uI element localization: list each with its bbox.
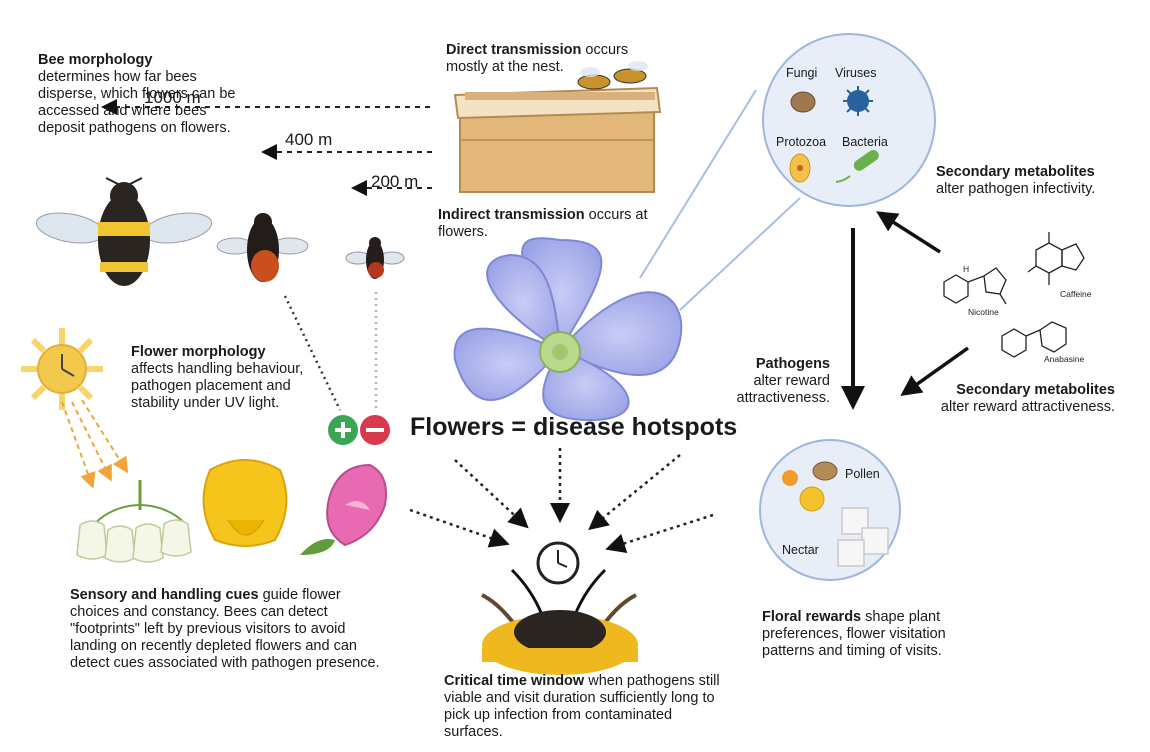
pathogens-callout-lines [639, 89, 801, 311]
label-nectar: Nectar [782, 543, 819, 557]
label-caffeine: Caffeine [1060, 289, 1092, 299]
secondary-metabolites-infectivity-title: Secondary metabolites [936, 164, 1095, 180]
label-pollen: Pollen [845, 467, 880, 481]
label-nicotine: Nicotine [968, 307, 999, 317]
anabasine-structure: Anabasine [1001, 321, 1084, 364]
distance-arrows [101, 99, 432, 196]
critical-window-title: Critical time window [444, 673, 585, 689]
distance-200: 200 m [371, 172, 419, 191]
hotspot-to-bee-arrows [409, 448, 714, 553]
secondary-metabolites-reward-body: alter reward attractiveness. [940, 399, 1115, 415]
indirect-transmission-body: occurs at flowers. [438, 207, 648, 240]
bumblebee-large-icon [35, 177, 213, 286]
flower-morphology-title: Flower morphology [131, 344, 266, 360]
flower-morphology-body: affects handling behaviour, pathogen pla… [131, 361, 304, 411]
label-bacteria: Bacteria [842, 135, 888, 149]
bee-morphology-body: determines how far bees disperse, which … [38, 69, 236, 136]
distance-1000: 1000 m [144, 88, 201, 107]
sensory-cues-title: Sensory and handling cues [70, 587, 259, 603]
snapdragon-flower-illustration [300, 463, 387, 555]
pollen-icon [782, 461, 838, 512]
pathogens-circle: Fungi Viruses Protozoa Bacteria [762, 33, 936, 207]
pathogens-reward-text: Pathogens alter reward attractiveness. [720, 356, 831, 407]
sensory-cues-body: guide flower choices and constancy. Bees… [70, 587, 380, 671]
protozoa-icon [789, 153, 811, 183]
uv-light-arrows [61, 399, 129, 489]
svg-text:H: H [963, 264, 969, 274]
floral-rewards-title: Floral rewards [762, 609, 862, 625]
bee-medium-icon [216, 213, 309, 282]
hive-bees-icon [577, 61, 648, 90]
virus-icon [843, 86, 873, 116]
bell-flowers-illustration [76, 480, 192, 563]
sun-clock-icon [21, 328, 103, 410]
bacteria-icon [835, 150, 879, 183]
direct-transmission-body: occurs mostly at the nest. [446, 42, 629, 75]
indirect-transmission-text: Indirect transmission occurs at flowers. [438, 207, 648, 241]
flower-morphology-text: Flower morphology affects handling behav… [131, 344, 306, 412]
secondary-metabolites-infectivity-text: Secondary metabolites alter pathogen inf… [936, 164, 1096, 198]
bee-to-handling-lines [283, 292, 378, 411]
floral-rewards-body: shape plant preferences, flower visitati… [762, 609, 946, 659]
label-anabasine: Anabasine [1044, 354, 1084, 364]
pathogens-reward-body: alter reward attractiveness. [736, 373, 831, 406]
indirect-transmission-title: Indirect transmission [438, 207, 585, 223]
secondary-metabolites-reward-title: Secondary metabolites [956, 382, 1115, 398]
bee-morphology-text: Bee morphology determines how far bees d… [38, 52, 238, 137]
bee-small-icon [345, 237, 405, 279]
sugar-cubes-icon [837, 507, 889, 567]
rewards-circle: Pollen Nectar [759, 439, 901, 581]
critical-window-text: Critical time window when pathogens stil… [444, 673, 734, 741]
floral-rewards-text: Floral rewards shape plant preferences, … [762, 609, 982, 660]
beehive-illustration [453, 86, 662, 193]
headline-disease-hotspots: Flowers = disease hotspots [410, 413, 738, 441]
fungi-spore-icon [790, 91, 816, 113]
secondary-metabolites-reward-text: Secondary metabolites alter reward attra… [940, 382, 1115, 416]
pathogens-reward-title: Pathogens [755, 356, 830, 372]
critical-window-body: when pathogens still viable and visit du… [444, 673, 720, 740]
metabolite-arrows [876, 211, 970, 397]
minus-icon [360, 415, 390, 445]
yellow-pea-flower-illustration [202, 459, 288, 547]
caffeine-structure: Caffeine [1027, 232, 1092, 299]
direct-transmission-text: Direct transmission occurs mostly at the… [446, 42, 646, 76]
central-flower-illustration [453, 237, 683, 422]
label-protozoa: Protozoa [776, 135, 826, 149]
sensory-cues-text: Sensory and handling cues guide flower c… [70, 587, 390, 672]
nicotine-structure: Nicotine H [943, 264, 1007, 317]
secondary-metabolites-infectivity-body: alter pathogen infectivity. [936, 181, 1096, 197]
label-viruses: Viruses [835, 66, 876, 80]
bee-morphology-title: Bee morphology [38, 52, 153, 68]
clock-icon [536, 541, 580, 585]
bee-head-illustration [481, 568, 638, 675]
plus-icon [328, 415, 358, 445]
distance-400: 400 m [285, 130, 333, 149]
direct-transmission-title: Direct transmission [446, 42, 582, 58]
label-fungi: Fungi [786, 66, 817, 80]
